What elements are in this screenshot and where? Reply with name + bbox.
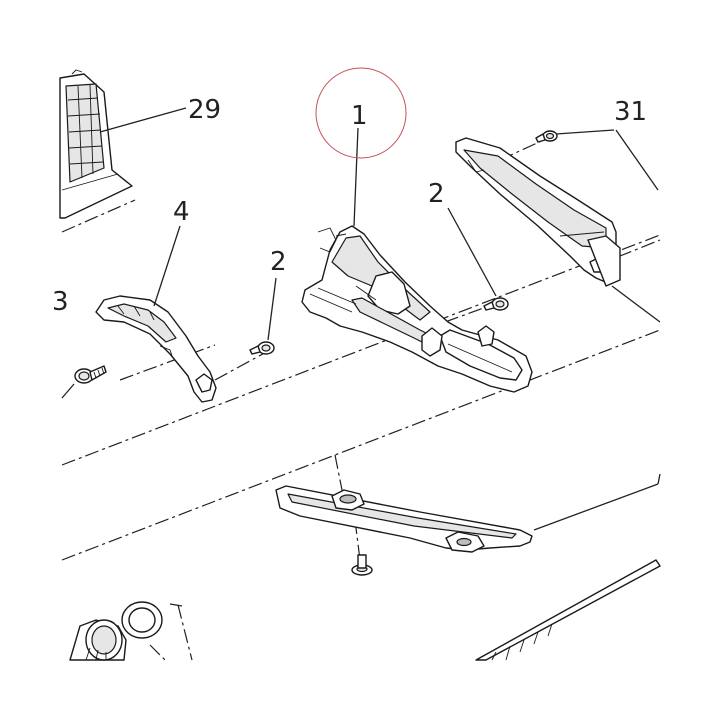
screw-2-lower [249,341,275,355]
part-3-rail [275,485,533,553]
callout-2-upper: 2 [428,179,445,209]
callout-3-partial: 3 [52,287,69,317]
part-1-bracket [301,225,533,393]
callout-29: 29 [188,95,221,125]
bearing-assembly [69,619,127,661]
leader-lines [61,107,661,607]
callout-4: 4 [173,197,190,227]
screw-under-rail [351,554,373,576]
screw-31 [535,130,558,143]
retaining-ring [121,601,163,639]
part-4-lever [95,295,217,403]
part-31-cover [455,137,621,287]
callout-2-lower: 2 [270,247,287,277]
screw-near-part-4 [74,365,107,384]
callout-31: 31 [614,97,647,127]
highlight-circle [315,67,407,159]
long-rod [475,559,661,661]
screw-2-upper [483,297,509,311]
callout-1: 1 [351,101,368,131]
part-29-grille [59,69,133,219]
